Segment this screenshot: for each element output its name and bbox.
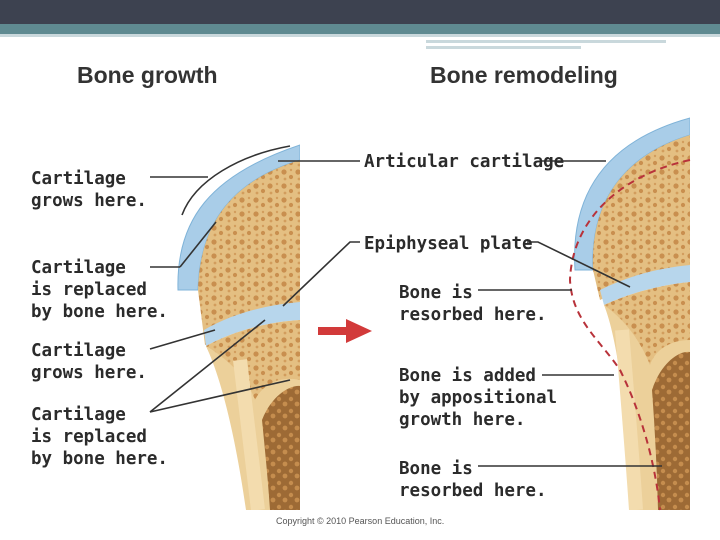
remodeled-bone-image: [575, 118, 690, 510]
epiphyseal-plate-label: Epiphyseal plate: [364, 233, 533, 255]
bone-resorbed-label-1: Bone is resorbed here.: [399, 282, 547, 326]
copyright-notice: Copyright © 2010 Pearson Education, Inc.: [276, 516, 444, 526]
articular-cartilage-label: Articular cartilage: [364, 151, 564, 173]
cartilage-grows-label-2: Cartilage grows here.: [31, 340, 147, 384]
growing-bone-image: [178, 145, 300, 510]
bone-added-label: Bone is added by appositional growth her…: [399, 365, 557, 431]
cartilage-replaced-label-1: Cartilage is replaced by bone here.: [31, 257, 168, 323]
bone-resorbed-label-2: Bone is resorbed here.: [399, 458, 547, 502]
cartilage-grows-label-1: Cartilage grows here.: [31, 168, 147, 212]
cartilage-replaced-label-2: Cartilage is replaced by bone here.: [31, 404, 168, 470]
transition-arrow: [318, 319, 372, 343]
